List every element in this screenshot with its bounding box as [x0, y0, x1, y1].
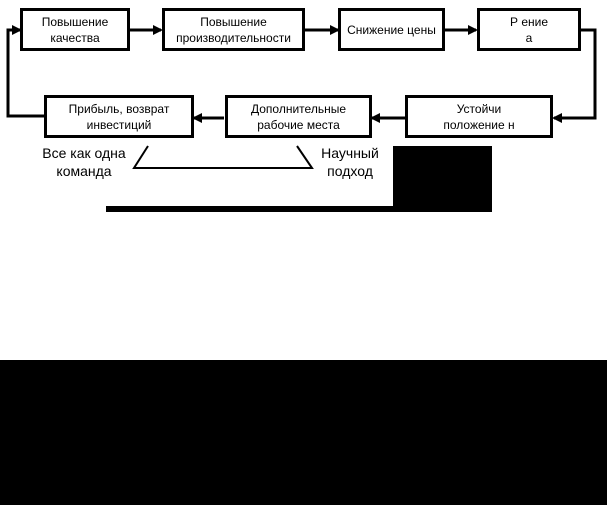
arrow-expansion-to-stable	[552, 28, 597, 123]
node-quality: Повышение качества	[20, 8, 130, 51]
node-productivity-label: Повышение производительности	[176, 14, 291, 45]
arrow-profit-to-quality	[6, 25, 44, 118]
node-stable: Устойчи положение н	[405, 95, 553, 138]
node-profit-label: Прибыль, возврат инвестиций	[68, 101, 170, 132]
node-expansion-label: Р ение а	[509, 14, 548, 45]
lower-black-band	[0, 360, 607, 505]
node-jobs-label: Дополнительные рабочие места	[251, 101, 346, 132]
bracket-connector	[132, 145, 314, 169]
cropped-right-region	[492, 0, 607, 360]
black-block	[393, 146, 492, 210]
node-price-label: Снижение цены	[347, 22, 436, 37]
node-productivity: Повышение производительности	[162, 8, 305, 51]
node-expansion: Р ение а	[477, 8, 581, 51]
baseline-rule	[106, 206, 492, 212]
node-quality-label: Повышение качества	[41, 14, 109, 45]
node-jobs: Дополнительные рабочие места	[225, 95, 372, 138]
label-team: Все как одна команда	[42, 145, 126, 179]
node-price: Снижение цены	[338, 8, 445, 51]
label-scientific: Научный подход	[321, 145, 379, 179]
node-profit: Прибыль, возврат инвестиций	[44, 95, 194, 138]
node-stable-label: Устойчи положение н	[443, 101, 515, 132]
